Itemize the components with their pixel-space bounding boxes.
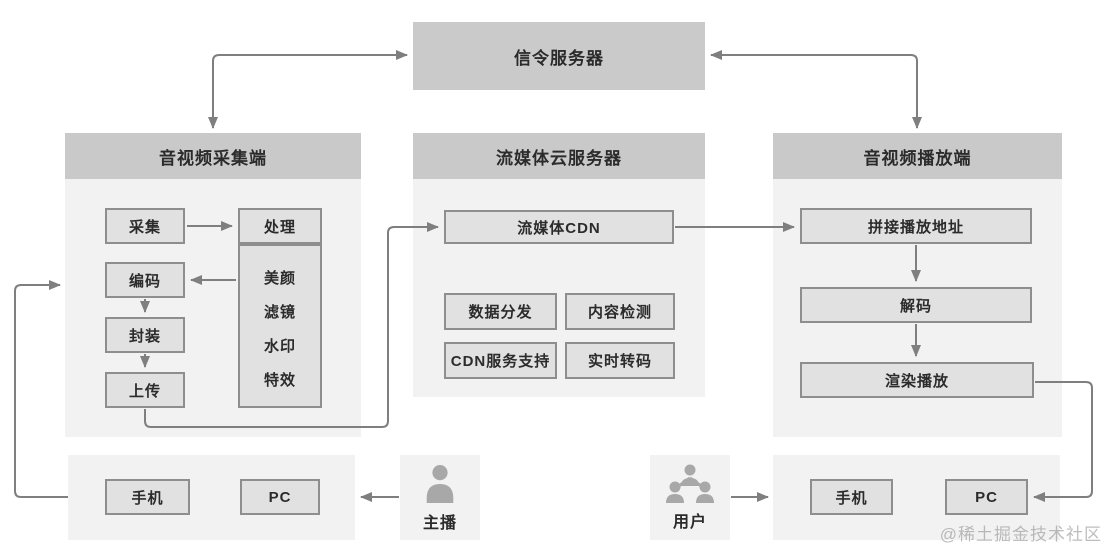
watermark-text: @稀土掘金技术社区: [939, 525, 1102, 544]
anchor-label: 主播: [422, 514, 457, 532]
connector-playback-signaling: [710, 50, 922, 129]
process-features-box: 美颜 滤镜 水印 特效: [238, 244, 322, 408]
capture-panel-title: 音视频采集端: [65, 133, 361, 179]
cdn-box: 流媒体CDN: [444, 210, 674, 244]
render-play-box: 渲染播放: [800, 362, 1034, 398]
feature-watermark: 水印: [263, 337, 296, 355]
users-label: 用户: [672, 513, 707, 531]
connector-capture-signaling: [208, 50, 408, 129]
realtime-transcoding-box: 实时转码: [565, 342, 675, 379]
capture-step-box: 采集: [105, 208, 185, 244]
data-distribution-box: 数据分发: [444, 293, 557, 330]
process-step-box: 处理: [238, 208, 322, 244]
anchor-pc-box: PC: [240, 479, 320, 515]
encode-step-box: 编码: [105, 262, 185, 298]
playback-panel-title: 音视频播放端: [773, 133, 1062, 179]
cdn-service-support-box: CDN服务支持: [444, 342, 557, 379]
signaling-server-box: 信令服务器: [413, 22, 705, 90]
feature-filter: 滤镜: [263, 303, 296, 321]
anchor-section: 主播: [400, 455, 480, 540]
package-step-box: 封装: [105, 317, 185, 353]
user-phone-box: 手机: [810, 479, 893, 515]
cloud-panel-title: 流媒体云服务器: [413, 133, 705, 179]
users-section: 用户: [650, 455, 730, 540]
decode-box: 解码: [800, 287, 1032, 323]
users-group-icon: [666, 464, 714, 503]
anchor-person-icon: [426, 464, 454, 503]
content-detection-box: 内容检测: [565, 293, 675, 330]
user-pc-box: PC: [945, 479, 1028, 515]
feature-effects: 特效: [263, 371, 296, 389]
feature-beauty: 美颜: [263, 269, 296, 287]
connector-devices-encode: [14, 280, 68, 498]
play-url-box: 拼接播放地址: [800, 208, 1032, 244]
upload-step-box: 上传: [105, 372, 185, 408]
anchor-phone-box: 手机: [105, 479, 190, 515]
